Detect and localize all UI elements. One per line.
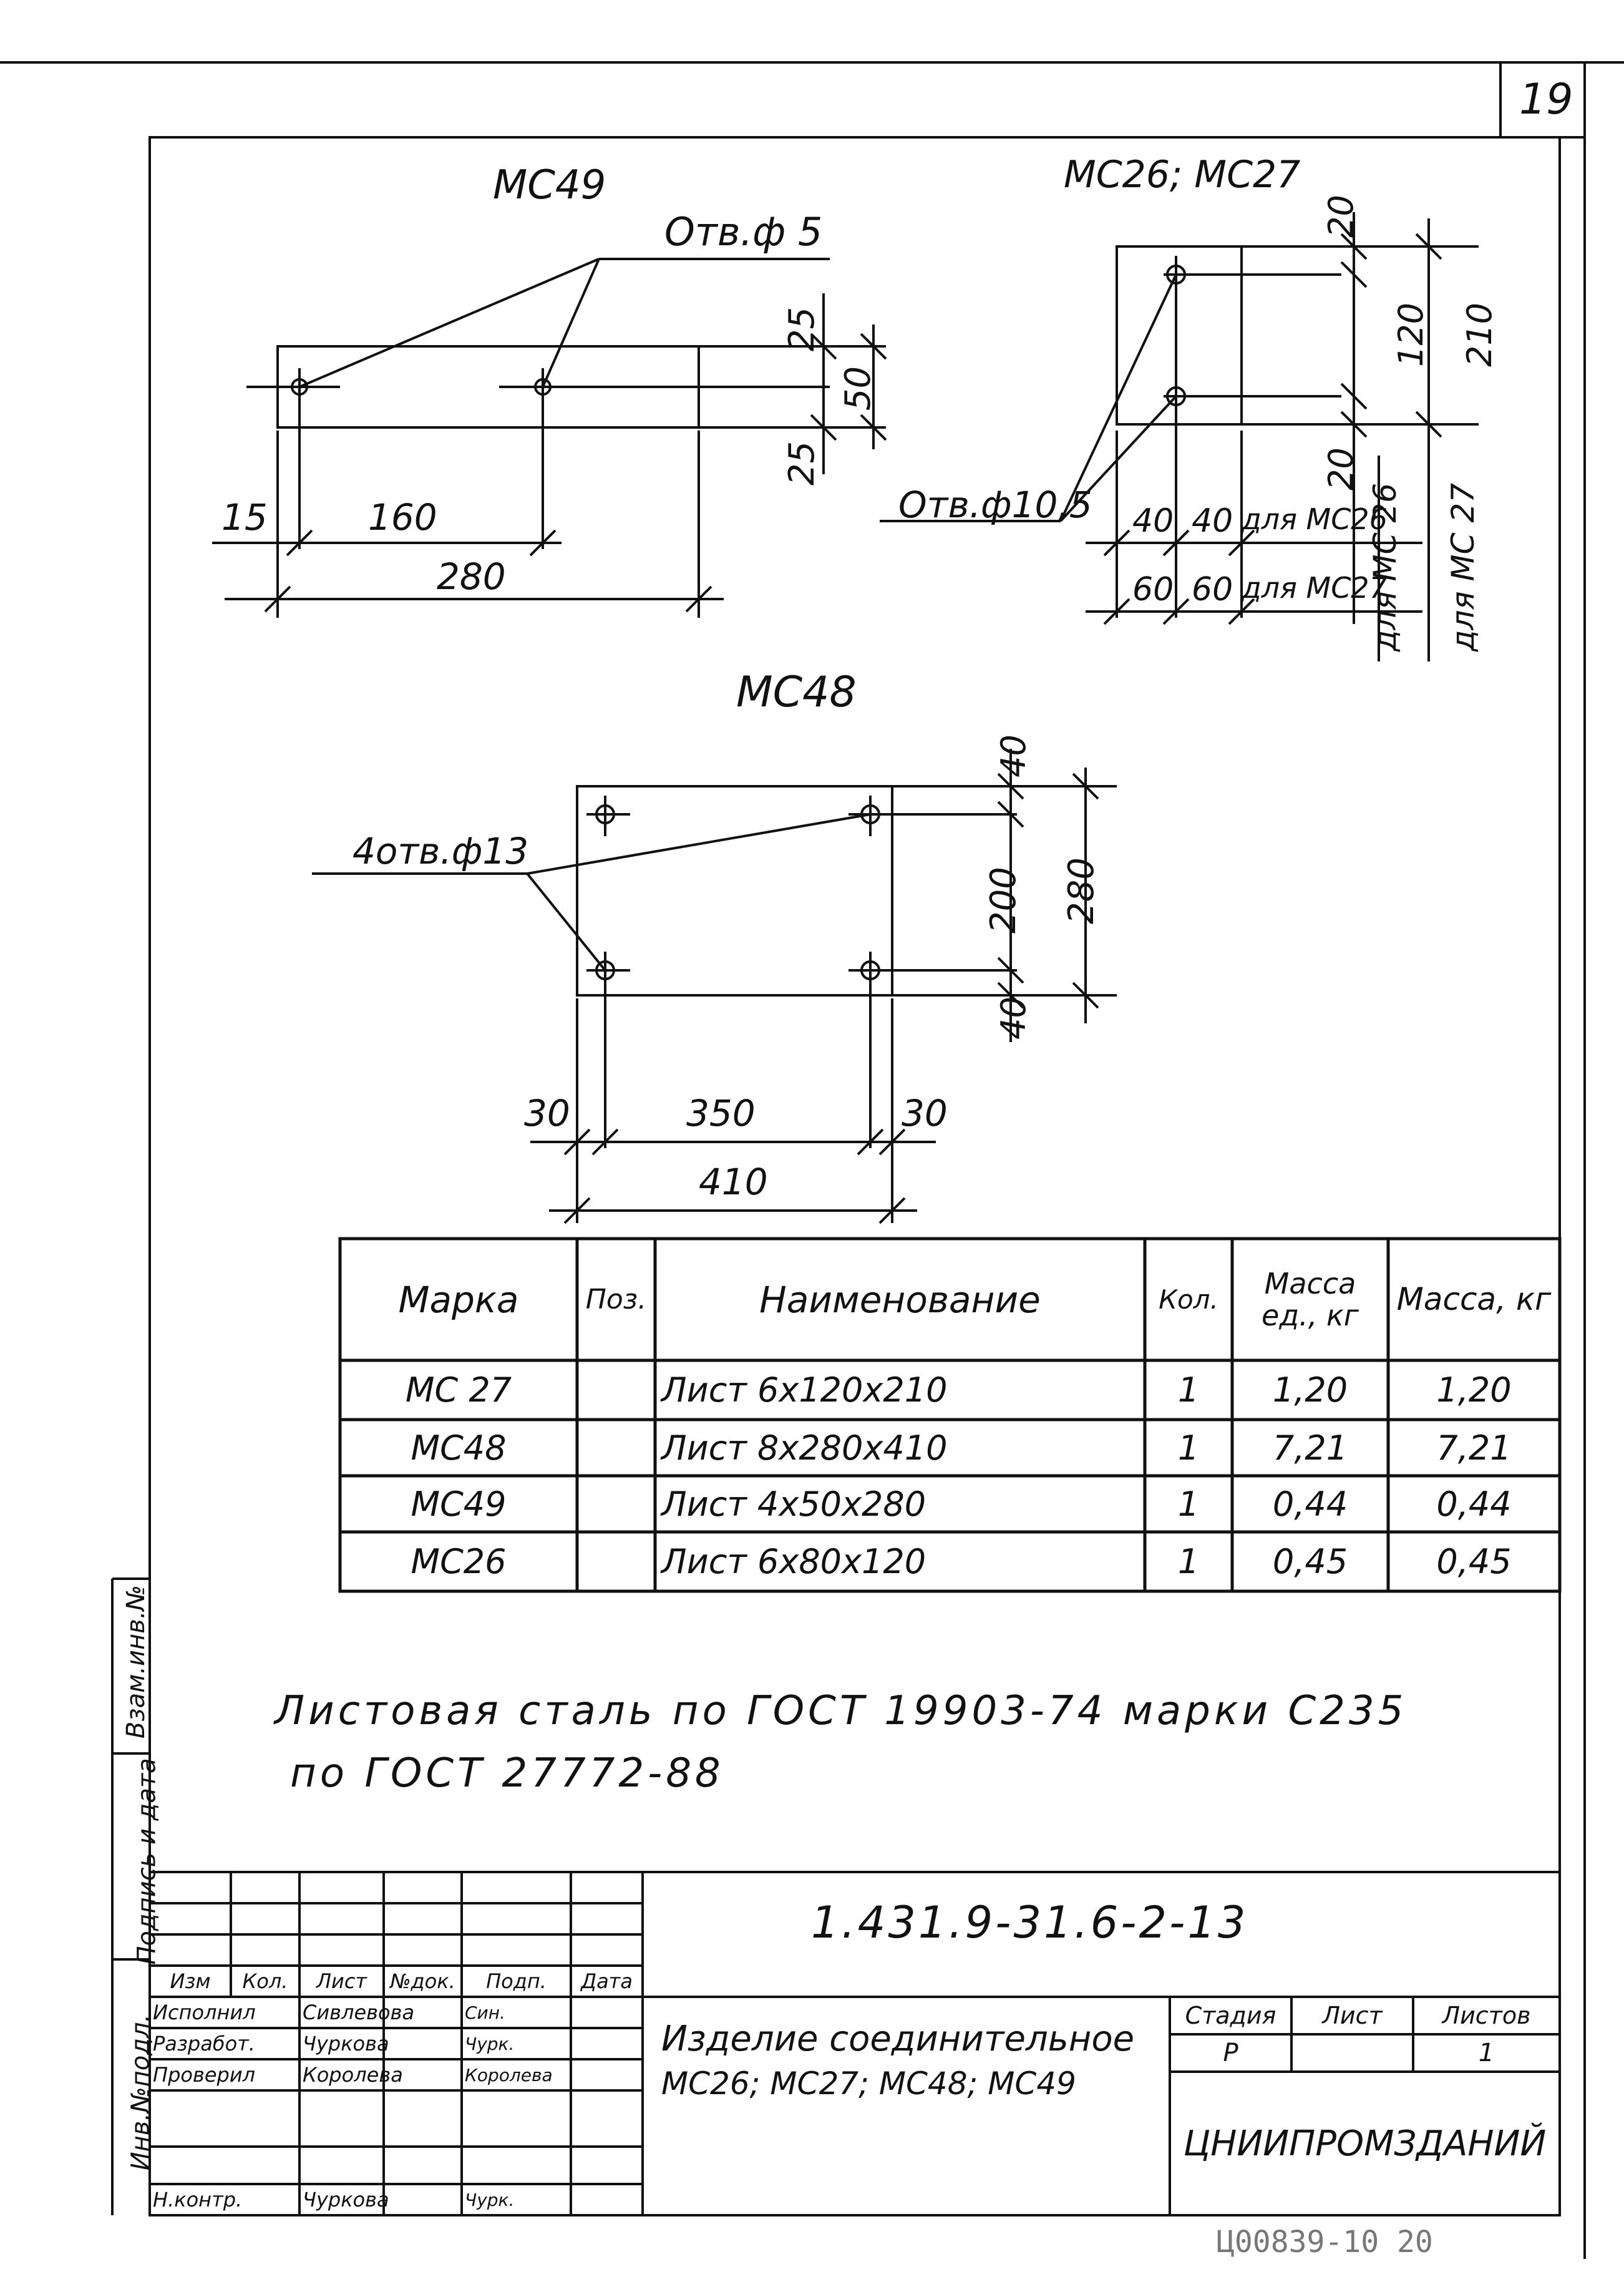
sheets-value: 1 [1478, 2039, 1495, 2067]
role-executed-signature: Син. [465, 2002, 505, 2023]
table-row-1-name: Лист 6х120х210 [661, 1370, 948, 1410]
table-row-2-qty: 1 [1177, 1428, 1200, 1468]
col-header-date: Дата [581, 1969, 633, 1993]
mc26-vertical-for-label: для МС 26 [1367, 482, 1404, 652]
mc48-dim-280: 280 [1061, 857, 1102, 924]
spec-header-name: Наименование [759, 1278, 1041, 1321]
mc48-dim-30-right: 30 [902, 1092, 948, 1134]
mc48-drawing [312, 749, 1117, 1224]
sheet-value [1291, 2034, 1413, 2072]
mc26-dim-20-top: 20 [1321, 195, 1361, 238]
role-executed: Исполнил [153, 2001, 256, 2024]
spec-header-qty: Кол. [1159, 1284, 1218, 1315]
mc48-hole-note: 4отв.ф13 [353, 830, 529, 872]
mc26-27-hole-note: Отв.ф10,5 [898, 484, 1092, 526]
archive-code: Ц00839-10 20 [1217, 2225, 1433, 2260]
mc26-dim-20-bottom: 20 [1321, 447, 1361, 490]
mc48-dim-350: 350 [686, 1092, 756, 1134]
table-row-2-mark: МС48 [411, 1428, 507, 1468]
mc48-dim-410: 410 [699, 1161, 768, 1203]
table-row-1-unit-mass: 1,20 [1272, 1370, 1348, 1410]
sheet-label: Лист [1322, 2002, 1383, 2029]
mc49-dim-25-bottom: 25 [782, 441, 823, 486]
material-note-line-2: по ГОСТ 27772-88 [290, 1750, 724, 1797]
mc49-drawing [212, 258, 887, 618]
side-stamp-inventory: Инв.№подл. [126, 2014, 155, 2171]
role-checked: Проверил [153, 2063, 256, 2087]
document-code: 1.431.9-31.6-2-13 [811, 1897, 1248, 1948]
table-row-2-mass: 7,21 [1436, 1428, 1512, 1468]
role-norm-control-signature: Чурк. [465, 2189, 515, 2210]
col-header-list: Лист [316, 1969, 367, 1993]
product-name-line-1: Изделие соединительное [661, 2019, 1135, 2059]
product-name-line-2: МС26; МС27; МС48; МС49 [661, 2065, 1076, 2102]
mc49-dim-280: 280 [437, 555, 506, 598]
mc27-dim-60-b: 60 [1192, 571, 1233, 608]
mc27-for-label: для МС27 [1242, 571, 1388, 605]
table-row-2-name: Лист 8х280х410 [661, 1428, 948, 1468]
col-header-izm: Изм [170, 1969, 211, 1993]
table-row-1-mass: 1,20 [1436, 1370, 1512, 1410]
table-row-4-qty: 1 [1177, 1542, 1200, 1581]
col-header-kol: Кол. [242, 1969, 288, 1993]
side-stamp-signature-date: Подпись и дата [132, 1758, 162, 1965]
organization-name: ЦНИИПРОМЗДАНИЙ [1183, 2123, 1547, 2164]
stage-label: Стадия [1185, 2002, 1276, 2029]
stage-value: Р [1223, 2039, 1238, 2067]
mc26-for-label: для МС26 [1242, 502, 1388, 536]
mc48-dim-30-left: 30 [524, 1092, 570, 1134]
table-row-3-qty: 1 [1177, 1484, 1200, 1524]
mc26-dim-40-b: 40 [1192, 502, 1233, 540]
mc27-dim-60-a: 60 [1132, 571, 1174, 608]
table-row-3-unit-mass: 0,44 [1272, 1484, 1348, 1524]
role-developed: Разработ. [153, 2032, 255, 2055]
sheets-label: Листов [1442, 2002, 1531, 2029]
role-checked-signature: Королева [465, 2064, 553, 2085]
role-developed-name: Чуркова [303, 2032, 389, 2055]
table-row-4-unit-mass: 0,45 [1272, 1542, 1348, 1581]
mc26-dim-40-a: 40 [1132, 502, 1174, 540]
role-norm-control: Н.контр. [153, 2188, 243, 2211]
table-row-3-mark: МС49 [411, 1484, 507, 1524]
col-header-sign: Подп. [486, 1969, 547, 1993]
table-row-4-mark: МС26 [411, 1542, 507, 1581]
sheet-number: 19 [1519, 75, 1573, 124]
mc49-dim-50: 50 [838, 366, 879, 411]
spec-header-pos: Поз. [585, 1284, 647, 1315]
mc27-vertical-for-label: для МС 27 [1445, 482, 1482, 652]
table-row-1-qty: 1 [1177, 1370, 1200, 1410]
side-stamp-replacement: Взам.инв.№ [122, 1584, 151, 1739]
role-executed-name: Сивлевова [303, 2001, 415, 2024]
spec-table-grid [338, 1237, 1562, 1593]
mc26-27-drawing [880, 212, 1479, 661]
mc48-dim-200: 200 [983, 867, 1024, 934]
spec-header-mark: Марка [398, 1278, 519, 1321]
table-row-4-mass: 0,45 [1436, 1542, 1512, 1581]
mc49-dim-15: 15 [221, 496, 268, 539]
mc26-27-title: МС26; МС27 [1064, 153, 1301, 197]
role-norm-control-name: Чуркова [303, 2188, 389, 2211]
mc48-dim-40-bottom: 40 [993, 997, 1033, 1040]
table-row-2-unit-mass: 7,21 [1272, 1428, 1348, 1468]
table-row-1-mark: МС 27 [405, 1370, 512, 1410]
mc48-dim-40-top: 40 [993, 734, 1033, 778]
col-header-doc: №док. [390, 1969, 455, 1993]
role-developed-signature: Чурк. [465, 2033, 515, 2054]
mc49-dim-160: 160 [368, 496, 437, 539]
title-block-grid [150, 1871, 1560, 2215]
spec-header-unit-mass: Масса ед., кг [1262, 1266, 1359, 1332]
table-row-4-name: Лист 6х80х120 [661, 1542, 926, 1581]
mc26-dim-120: 120 [1391, 302, 1431, 368]
role-checked-name: Королева [303, 2063, 403, 2087]
table-row-3-mass: 0,44 [1436, 1484, 1512, 1524]
material-note-line-1: Листовая сталь по ГОСТ 19903-74 марки С2… [275, 1688, 1408, 1734]
mc49-hole-note: Отв.ф 5 [664, 209, 823, 255]
mc26-dim-210: 210 [1460, 302, 1500, 368]
table-row-3-name: Лист 4х50х280 [661, 1484, 926, 1524]
mc49-title: МС49 [493, 162, 606, 208]
mc49-dim-25-top: 25 [782, 306, 823, 352]
mc48-title: МС48 [736, 668, 857, 717]
spec-header-mass: Масса, кг [1396, 1281, 1552, 1317]
